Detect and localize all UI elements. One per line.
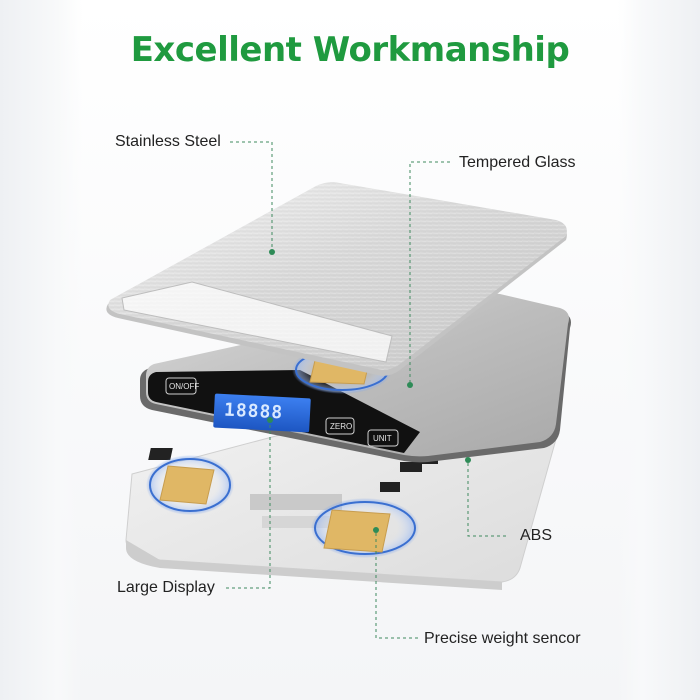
zero-button: ZERO [330, 422, 353, 431]
page-title: Excellent Workmanship [130, 30, 570, 70]
sensor-bottom [311, 498, 419, 558]
label-tempered-glass: Tempered Glass [459, 154, 576, 171]
label-abs: ABS [520, 527, 553, 544]
label-precise-sensor: Precise weight sencor [424, 630, 581, 647]
on-off-button: ON/OFF [169, 382, 200, 391]
left-shade [0, 0, 82, 700]
unit-button: UNIT [373, 434, 392, 443]
right-shade [618, 0, 700, 700]
stainless-steel-plate [106, 182, 567, 376]
leader-large-display [226, 420, 271, 589]
leader-stainless-steel [230, 141, 273, 252]
leader-dots [267, 249, 471, 533]
leader-tempered-glass [409, 161, 450, 385]
label-large-display: Large Display [117, 579, 215, 596]
label-stainless-steel: Stainless Steel [115, 133, 221, 150]
leader-abs [467, 460, 506, 537]
lcd-digits: 18888 [223, 399, 284, 424]
leader-sensor [375, 530, 418, 639]
sensor-left [146, 455, 234, 515]
leader-lines [226, 141, 506, 639]
